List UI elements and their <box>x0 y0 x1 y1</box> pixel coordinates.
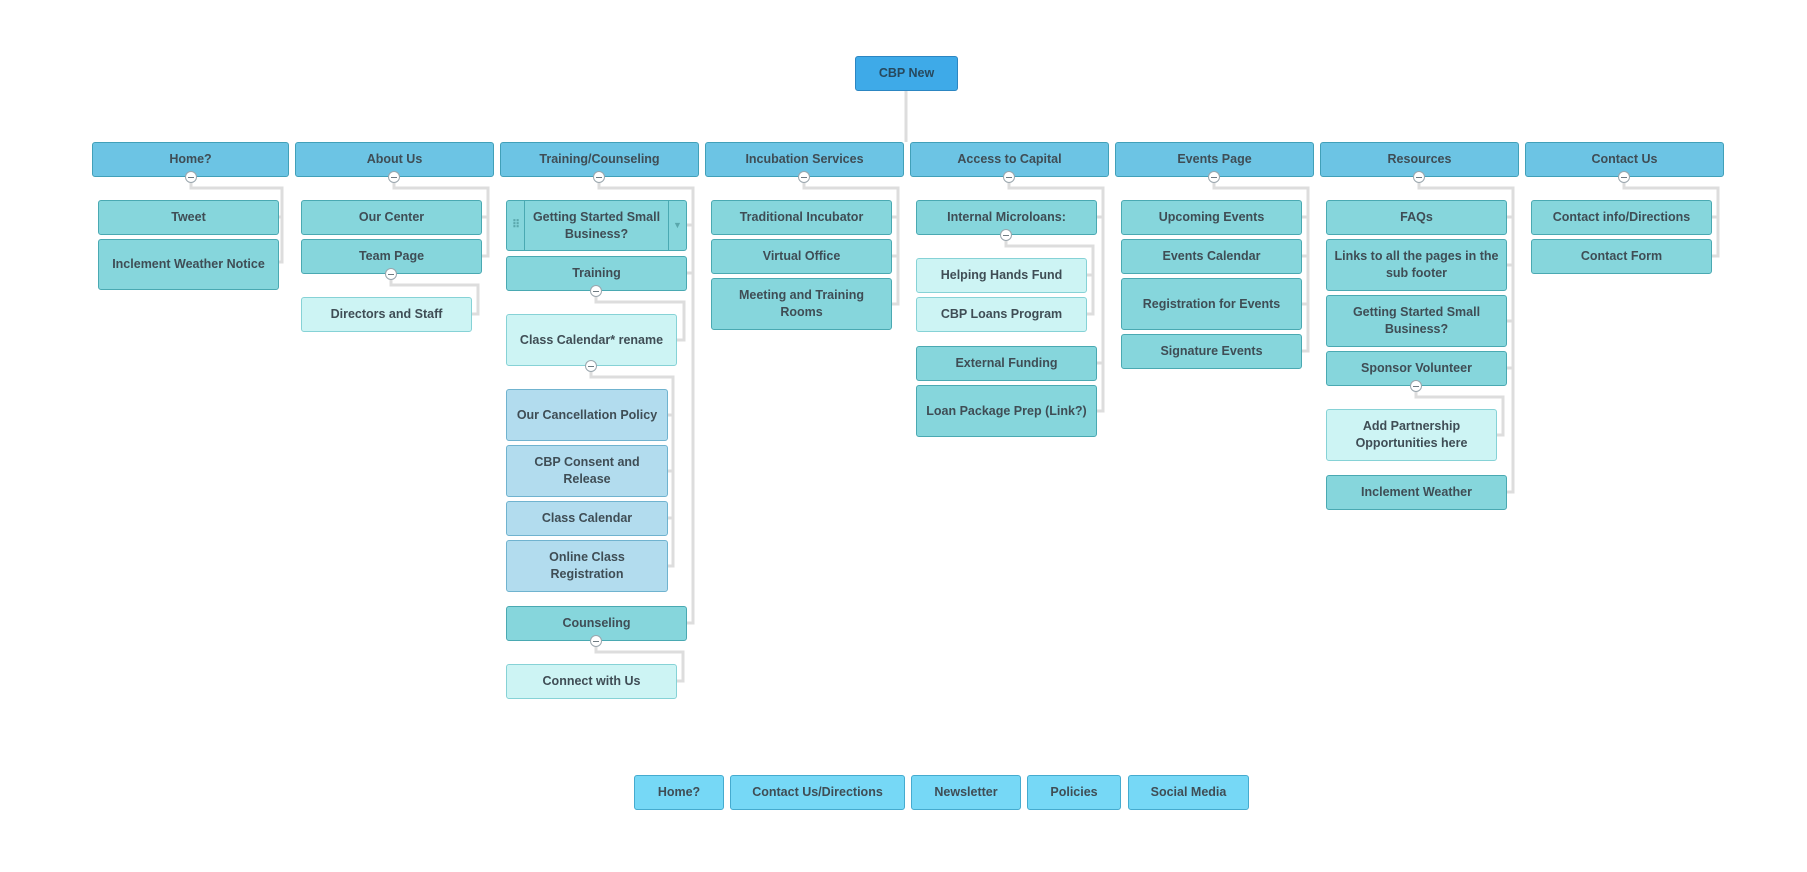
node-connect-with-us[interactable]: Connect with Us <box>506 664 677 699</box>
node-events-calendar[interactable]: Events Calendar <box>1121 239 1302 274</box>
footer-contact-us-directions[interactable]: Contact Us/Directions <box>730 775 905 810</box>
node-virtual-office[interactable]: Virtual Office <box>711 239 892 274</box>
node-label: Getting Started Small Business? <box>532 209 661 241</box>
node-contact-form[interactable]: Contact Form <box>1531 239 1712 274</box>
collapse-toggle-icon[interactable] <box>388 171 400 183</box>
node-getting-started-small-business[interactable]: ⠿ Getting Started Small Business? ▼ <box>506 200 687 251</box>
footer-newsletter[interactable]: Newsletter <box>911 775 1021 810</box>
node-class-calendar-rename[interactable]: Class Calendar* rename <box>506 314 677 366</box>
chevron-down-icon[interactable]: ▼ <box>668 201 686 250</box>
collapse-toggle-icon[interactable] <box>798 171 810 183</box>
node-getting-started-small-business-2[interactable]: Getting Started Small Business? <box>1326 295 1507 347</box>
collapse-toggle-icon[interactable] <box>1208 171 1220 183</box>
node-our-cancellation-policy[interactable]: Our Cancellation Policy <box>506 389 668 441</box>
collapse-toggle-icon[interactable] <box>1410 380 1422 392</box>
collapse-toggle-icon[interactable] <box>1618 171 1630 183</box>
section-access-to-capital[interactable]: Access to Capital <box>910 142 1109 177</box>
node-loan-package-prep[interactable]: Loan Package Prep (Link?) <box>916 385 1097 437</box>
footer-policies[interactable]: Policies <box>1027 775 1121 810</box>
node-online-class-registration[interactable]: Online Class Registration <box>506 540 668 592</box>
section-training-counseling[interactable]: Training/Counseling <box>500 142 699 177</box>
collapse-toggle-icon[interactable] <box>1000 229 1012 241</box>
node-signature-events[interactable]: Signature Events <box>1121 334 1302 369</box>
node-traditional-incubator[interactable]: Traditional Incubator <box>711 200 892 235</box>
node-registration-for-events[interactable]: Registration for Events <box>1121 278 1302 330</box>
node-cbp-consent-and-release[interactable]: CBP Consent and Release <box>506 445 668 497</box>
node-tweet[interactable]: Tweet <box>98 200 279 235</box>
node-class-calendar[interactable]: Class Calendar <box>506 501 668 536</box>
node-faqs[interactable]: FAQs <box>1326 200 1507 235</box>
node-directors-and-staff[interactable]: Directors and Staff <box>301 297 472 332</box>
node-our-center[interactable]: Our Center <box>301 200 482 235</box>
collapse-toggle-icon[interactable] <box>590 285 602 297</box>
node-links-to-sub-footer[interactable]: Links to all the pages in the sub footer <box>1326 239 1507 291</box>
collapse-toggle-icon[interactable] <box>185 171 197 183</box>
collapse-toggle-icon[interactable] <box>385 268 397 280</box>
footer-social-media[interactable]: Social Media <box>1128 775 1249 810</box>
drag-handle-icon[interactable]: ⠿ <box>507 201 525 250</box>
node-meeting-and-training-rooms[interactable]: Meeting and Training Rooms <box>711 278 892 330</box>
node-contact-info-directions[interactable]: Contact info/Directions <box>1531 200 1712 235</box>
root-node-cbp-new[interactable]: CBP New <box>855 56 958 91</box>
collapse-toggle-icon[interactable] <box>590 635 602 647</box>
node-cbp-loans-program[interactable]: CBP Loans Program <box>916 297 1087 332</box>
node-inclement-weather-notice[interactable]: Inclement Weather Notice <box>98 239 279 290</box>
collapse-toggle-icon[interactable] <box>593 171 605 183</box>
node-external-funding[interactable]: External Funding <box>916 346 1097 381</box>
node-upcoming-events[interactable]: Upcoming Events <box>1121 200 1302 235</box>
section-resources[interactable]: Resources <box>1320 142 1519 177</box>
footer-home[interactable]: Home? <box>634 775 724 810</box>
collapse-toggle-icon[interactable] <box>585 360 597 372</box>
collapse-toggle-icon[interactable] <box>1003 171 1015 183</box>
collapse-toggle-icon[interactable] <box>1413 171 1425 183</box>
node-inclement-weather[interactable]: Inclement Weather <box>1326 475 1507 510</box>
node-helping-hands-fund[interactable]: Helping Hands Fund <box>916 258 1087 293</box>
node-add-partnership-opportunities[interactable]: Add Partnership Opportunities here <box>1326 409 1497 461</box>
